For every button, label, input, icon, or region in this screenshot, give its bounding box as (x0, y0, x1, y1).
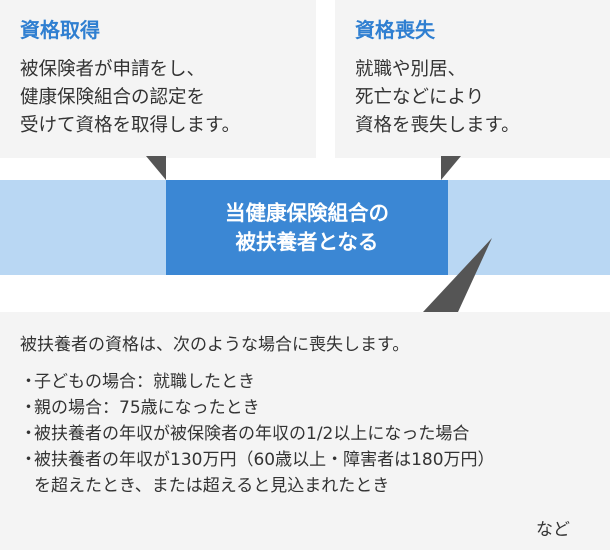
list-item-text: 親の場合：75歳になったとき (34, 398, 260, 418)
list-item: ・ 子どもの場合：就職したとき (20, 369, 610, 395)
acquisition-pointer-arrow (146, 156, 166, 180)
acquisition-title: 資格取得 (20, 18, 100, 42)
etcetera-text: など (536, 520, 570, 540)
loss-title: 資格喪失 (355, 18, 435, 42)
loss-line-1: 就職や別居、 (355, 59, 467, 80)
loss-line-2: 死亡などにより (355, 87, 485, 108)
note-pointer-shape (423, 238, 492, 312)
loss-conditions-box: 被扶養者の資格は、次のような場合に喪失します。 ・ 子どもの場合：就職したとき … (0, 312, 610, 550)
dependent-status-box: 当健康保険組合の 被扶養者となる (166, 180, 448, 275)
acquisition-box: 資格取得 被保険者が申請をし、 健康保険組合の認定を 受けて資格を取得します。 (0, 0, 316, 158)
loss-pointer-shape (441, 156, 461, 180)
acquisition-pointer-shape (146, 156, 166, 180)
loss-box: 資格喪失 就職や別居、 死亡などにより 資格を喪失します。 (335, 0, 610, 158)
bullet-icon: ・ (20, 450, 37, 470)
bullet-icon: ・ (20, 372, 37, 392)
list-item: ・ 親の場合：75歳になったとき (20, 395, 610, 421)
bullet-icon: ・ (20, 424, 37, 444)
loss-pointer-arrow (441, 156, 461, 180)
dependent-status-line-2: 被扶養者となる (235, 229, 379, 254)
bullet-icon: ・ (20, 398, 37, 418)
list-item-text: 被扶養者の年収が130万円（60歳以上・障害者は180万円） (34, 450, 495, 470)
list-item: ・ 被扶養者の年収が被保険者の年収の1/2以上になった場合 (20, 421, 610, 447)
loss-conditions-list: ・ 子どもの場合：就職したとき ・ 親の場合：75歳になったとき ・ 被扶養者の… (20, 369, 610, 499)
note-pointer-arrow (423, 238, 492, 312)
list-item-text: を超えたとき、または超えると見込まれたとき (34, 476, 390, 496)
list-item-text: 被扶養者の年収が被保険者の年収の1/2以上になった場合 (34, 424, 470, 444)
list-item-text: 子どもの場合：就職したとき (34, 372, 255, 392)
loss-line-3: 資格を喪失します。 (355, 115, 520, 136)
acquisition-line-2: 健康保険組合の認定を (20, 87, 206, 108)
acquisition-line-1: 被保険者が申請をし、 (20, 59, 206, 80)
list-item-continuation: を超えたとき、または超えると見込まれたとき (20, 473, 610, 499)
dependent-status-line-1: 当健康保険組合の (225, 200, 389, 225)
acquisition-line-3: 受けて資格を取得します。 (20, 115, 241, 136)
list-item: ・ 被扶養者の年収が130万円（60歳以上・障害者は180万円） (20, 447, 610, 473)
loss-conditions-lead: 被扶養者の資格は、次のような場合に喪失します。 (20, 335, 410, 355)
